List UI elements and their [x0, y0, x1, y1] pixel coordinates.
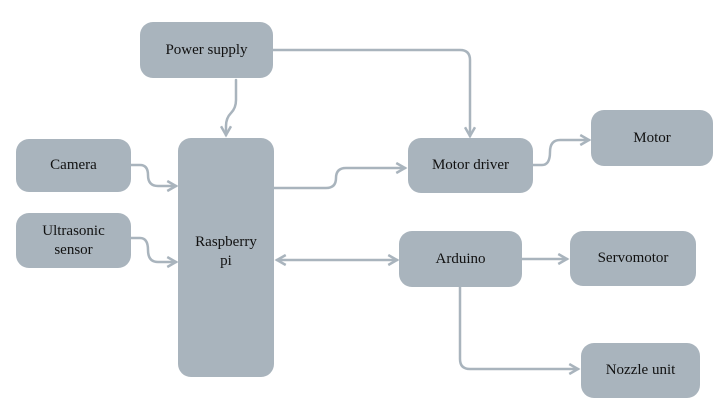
servomotor-label: Servomotor: [597, 250, 669, 267]
motor-driver-label: Motor driver: [431, 157, 510, 174]
camera-block: Camera: [16, 139, 131, 192]
arrow-power-supply-to-raspberry-pi: [219, 78, 238, 138]
camera-label: Camera: [50, 157, 97, 174]
motor-block: Motor: [591, 110, 713, 166]
ultrasonic-sensor-block: Ultrasonic sensor: [16, 213, 131, 268]
arrow-raspberry-pi-to-motor-driver: [272, 161, 408, 190]
nozzle-unit-block: Nozzle unit: [581, 343, 700, 398]
arrow-ultrasonic-to-raspberry-pi: [129, 236, 179, 269]
motor-driver-block: Motor driver: [408, 138, 533, 193]
arduino-label: Arduino: [435, 250, 486, 267]
power-supply-block: Power supply: [140, 22, 273, 78]
arrow-camera-to-raspberry-pi: [129, 163, 179, 193]
arrow-motor-driver-to-motor: [531, 133, 592, 167]
servomotor-block: Servomotor: [570, 231, 696, 286]
power-supply-label: Power supply: [165, 41, 248, 58]
arrow-power-supply-to-motor-driver: [271, 48, 477, 139]
raspberry-pi-block: Raspberry pi: [178, 138, 274, 377]
nozzle-unit-label: Nozzle unit: [605, 362, 676, 379]
motor-label: Motor: [633, 129, 671, 146]
arrow-arduino-to-nozzle-unit: [458, 285, 581, 376]
ultrasonic-sensor-label: Ultrasonic sensor: [42, 222, 105, 258]
raspberry-pi-label: Raspberry pi: [195, 233, 257, 269]
arduino-block: Arduino: [399, 231, 522, 287]
